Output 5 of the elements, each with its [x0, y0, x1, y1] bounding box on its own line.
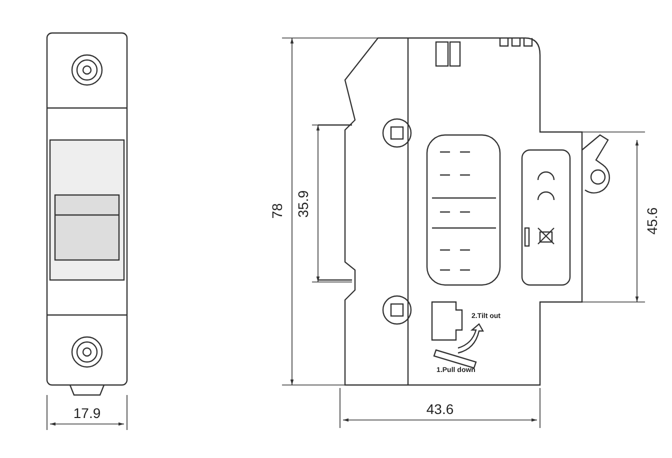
dimension-value: 45.6	[644, 207, 660, 235]
dimension-value: 43.6	[426, 401, 454, 417]
dimension-value: 78	[269, 203, 285, 219]
dimension-value: 35.9	[295, 190, 311, 218]
dimension-value: 17.9	[73, 405, 101, 421]
